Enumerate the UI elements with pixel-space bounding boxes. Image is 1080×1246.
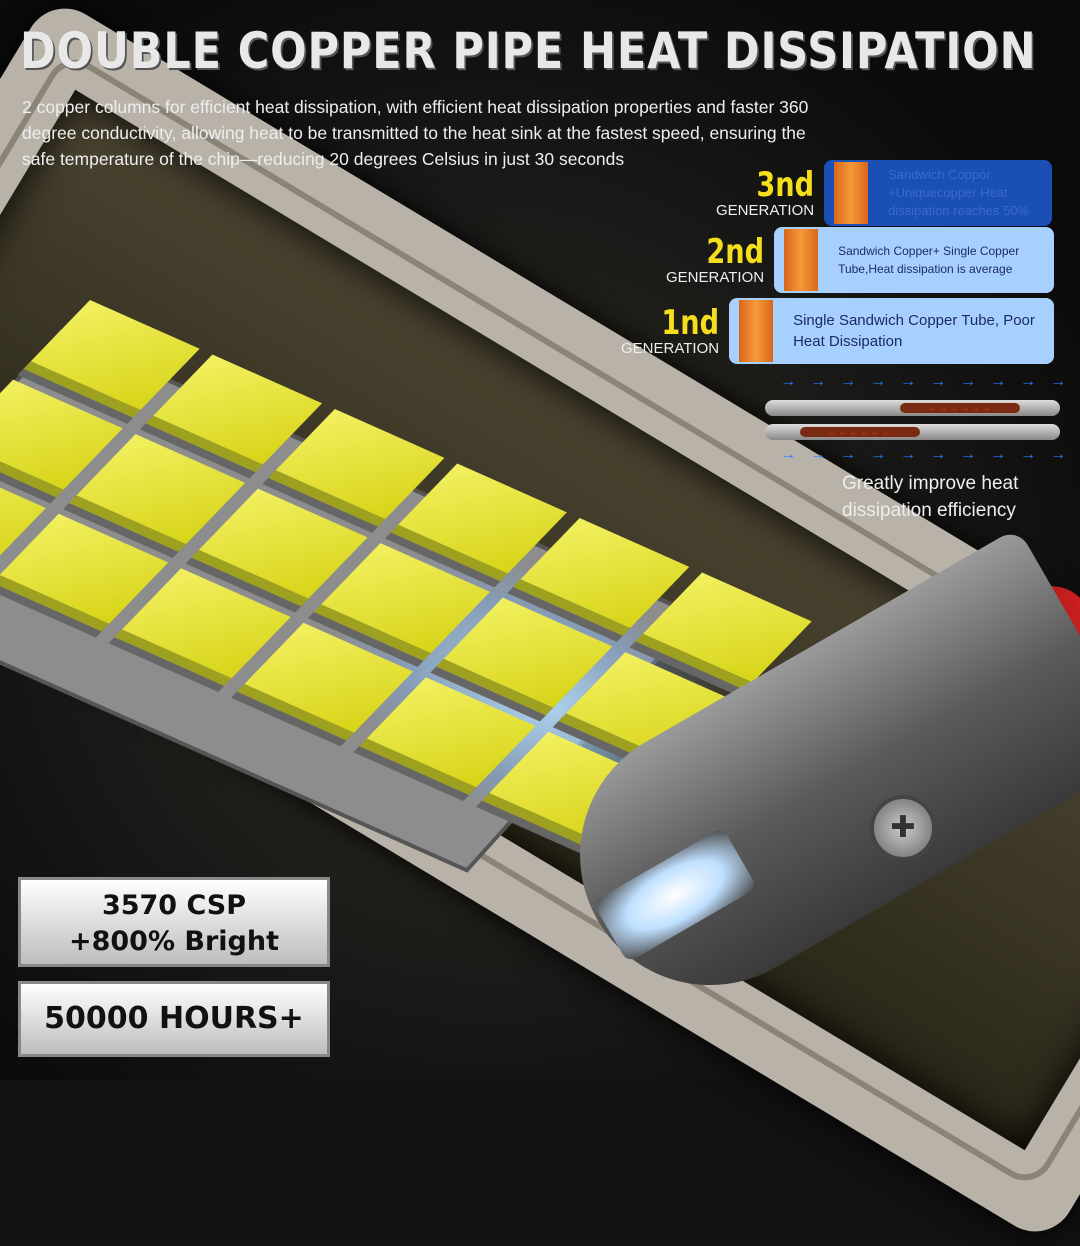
description: 2 copper columns for efficient heat diss… [22, 97, 809, 169]
airflow-arrows-top: →→→→→→→→→→ [780, 373, 1080, 390]
generation-number: 3nd [756, 164, 815, 205]
airflow-arrows-bottom: →→→→→→→→→→ [780, 446, 1080, 463]
generation-card: Sandwich Copper+ Single Copper Tube,Heat… [774, 227, 1055, 293]
hours-label: 50000 HOURS+ [44, 1001, 304, 1036]
generation-card: Single Sandwich Copper Tube, Poor Heat D… [729, 298, 1055, 364]
heat-pipe-2: ←←←←←← [765, 424, 1060, 440]
heat-flow-arrows: →→→→→→ [900, 403, 1020, 413]
generation-number: 1nd [661, 302, 720, 343]
copper-tube-icon [834, 162, 869, 224]
generation-label: GENERATION [666, 268, 765, 286]
efficiency-note: Greatly improve heat dissipation efficie… [842, 473, 1019, 521]
screw-icon: ✚ [870, 795, 936, 861]
heat-flow-arrows: ←←←←←← [800, 427, 920, 437]
generation-text: Single Sandwich Copper Tube, Poor Heat D… [793, 312, 1035, 350]
copper-tube-icon [739, 300, 774, 362]
generation-text: Sandwich Copper+ Single Copper Tube,Heat… [838, 244, 1020, 276]
generation-card: Sandwich Coppor +Uniquecopper Heat dissi… [824, 160, 1053, 226]
copper-tube-icon [784, 229, 819, 291]
bright-label: +800% Bright [68, 926, 280, 957]
csp-label: 3570 CSP [101, 890, 247, 921]
generation-label: GENERATION [716, 201, 815, 219]
lifespan-badge: 50000 HOURS+ [18, 981, 330, 1057]
page-title: DOUBLE COPPER PIPE HEAT DISSIPATION [20, 22, 1037, 80]
heat-pipe-1: →→→→→→ [765, 400, 1060, 416]
generation-label: GENERATION [621, 339, 720, 357]
generation-number: 2nd [706, 231, 765, 272]
generation-text: Sandwich Coppor +Uniquecopper Heat dissi… [888, 167, 1029, 218]
brightness-badge: 3570 CSP +800% Bright [18, 877, 330, 967]
